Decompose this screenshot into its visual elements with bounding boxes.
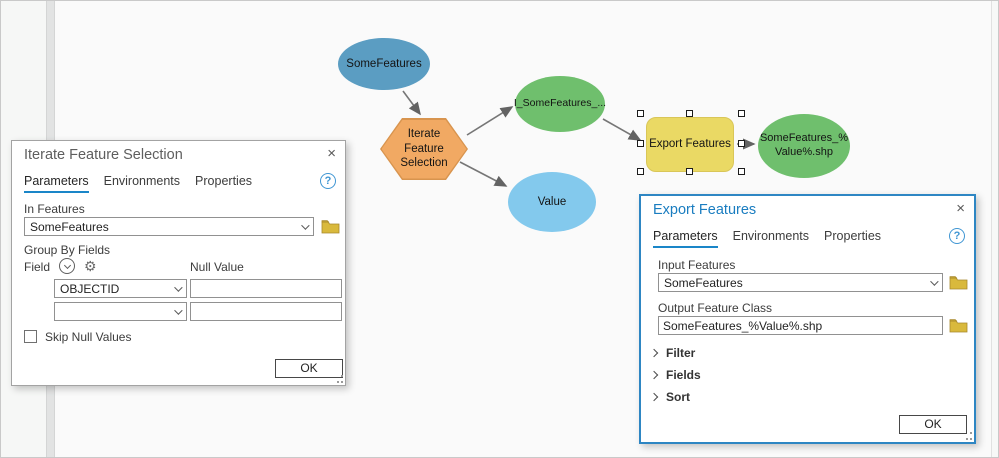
section-sort[interactable]: Sort	[649, 390, 690, 404]
section-filter[interactable]: Filter	[649, 346, 696, 360]
node-label: Iterate Feature Selection	[400, 128, 448, 170]
dialog-title: Export Features	[653, 202, 757, 218]
selection-handle[interactable]	[738, 110, 745, 117]
null-value-input-row2[interactable]	[190, 302, 342, 321]
right-strip	[992, 1, 998, 457]
output-feature-class-label: Output Feature Class	[658, 301, 773, 315]
chevron-down-icon	[174, 305, 183, 315]
field-menu-icon[interactable]	[59, 258, 75, 274]
combobox-value: OBJECTID	[60, 281, 120, 296]
tab-parameters[interactable]: Parameters	[653, 229, 718, 248]
chevron-right-icon	[649, 392, 659, 402]
tab-environments[interactable]: Environments	[732, 229, 810, 243]
dialog-tabs: Parameters Environments Properties	[24, 174, 252, 193]
node-label: SomeFeatures_% Value%.shp	[759, 132, 849, 158]
selection-handle[interactable]	[637, 168, 644, 175]
node-some-features[interactable]: SomeFeatures	[338, 38, 430, 90]
browse-folder-icon[interactable]	[949, 318, 968, 333]
combobox-value: SomeFeatures	[30, 219, 109, 234]
chevron-down-icon	[301, 220, 310, 230]
close-icon[interactable]: ×	[956, 200, 965, 217]
chevron-right-icon	[649, 348, 659, 358]
node-label: Value	[537, 195, 567, 208]
section-label: Filter	[666, 346, 696, 360]
section-label: Sort	[666, 390, 690, 404]
node-label: SomeFeatures	[346, 57, 422, 70]
section-label: Fields	[666, 368, 701, 382]
tab-parameters[interactable]: Parameters	[24, 174, 89, 193]
field-label: Field	[24, 260, 51, 274]
resize-grip[interactable]	[964, 432, 972, 440]
help-icon[interactable]: ?	[949, 228, 965, 244]
field-combobox-row2[interactable]	[54, 302, 187, 321]
browse-folder-icon[interactable]	[949, 275, 968, 290]
node-label: Export Features	[649, 138, 731, 151]
close-icon[interactable]: ×	[327, 145, 336, 162]
node-iterate-feature-selection[interactable]: Iterate Feature Selection	[380, 118, 468, 180]
node-label: I_SomeFeatures_...	[513, 97, 607, 110]
chevron-down-icon	[930, 276, 939, 286]
iterate-feature-selection-dialog: Iterate Feature Selection × Parameters E…	[11, 140, 346, 386]
input-features-combobox[interactable]: SomeFeatures	[658, 273, 943, 292]
node-value[interactable]: Value	[508, 172, 596, 232]
combobox-value: SomeFeatures	[664, 275, 743, 290]
tab-environments[interactable]: Environments	[103, 174, 181, 188]
chevron-right-icon	[649, 370, 659, 380]
in-features-label: In Features	[24, 202, 85, 216]
gear-icon[interactable]: ⚙	[84, 258, 97, 274]
tab-properties[interactable]: Properties	[824, 229, 882, 243]
selection-handle[interactable]	[637, 110, 644, 117]
selection-handle[interactable]	[738, 140, 745, 147]
in-features-combobox[interactable]: SomeFeatures	[24, 217, 314, 236]
selection-handle[interactable]	[738, 168, 745, 175]
section-fields[interactable]: Fields	[649, 368, 701, 382]
selection-handle[interactable]	[686, 168, 693, 175]
browse-folder-icon[interactable]	[321, 219, 340, 234]
node-export-features[interactable]: Export Features	[646, 117, 734, 172]
null-value-label: Null Value	[190, 260, 244, 274]
selection-handle[interactable]	[686, 110, 693, 117]
tab-properties[interactable]: Properties	[195, 174, 253, 188]
ok-button[interactable]: OK	[275, 359, 343, 378]
dialog-tabs: Parameters Environments Properties	[653, 229, 881, 248]
chevron-down-icon	[174, 282, 183, 292]
node-output-shapefile[interactable]: SomeFeatures_% Value%.shp	[758, 114, 850, 178]
dialog-title: Iterate Feature Selection	[24, 147, 183, 163]
ok-button[interactable]: OK	[899, 415, 967, 434]
node-i-some-features[interactable]: I_SomeFeatures_...	[513, 76, 607, 132]
right-divider	[991, 1, 992, 457]
skip-null-values-checkbox[interactable]	[24, 330, 37, 343]
field-combobox-row1[interactable]: OBJECTID	[54, 279, 187, 298]
hexagon-shape: Iterate Feature Selection	[381, 119, 467, 179]
null-value-input-row1[interactable]	[190, 279, 342, 298]
export-features-dialog: Export Features × Parameters Environment…	[639, 194, 976, 444]
output-feature-class-input[interactable]	[658, 316, 943, 335]
skip-null-values-label: Skip Null Values	[45, 330, 132, 344]
resize-grip[interactable]	[335, 375, 343, 383]
input-features-label: Input Features	[658, 258, 736, 272]
group-by-fields-label: Group By Fields	[24, 243, 111, 257]
help-icon[interactable]: ?	[320, 173, 336, 189]
selection-handle[interactable]	[637, 140, 644, 147]
